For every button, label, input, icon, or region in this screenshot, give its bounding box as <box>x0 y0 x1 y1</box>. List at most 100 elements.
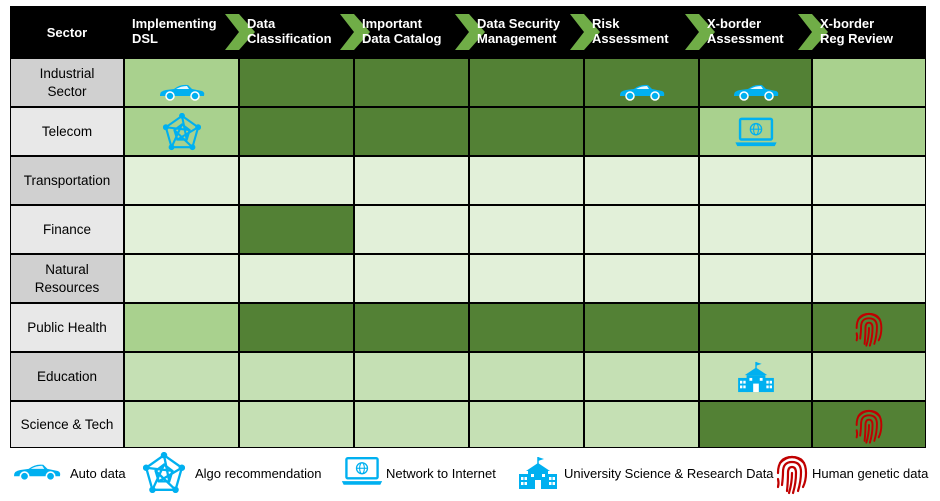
car-icon <box>732 81 780 106</box>
header-sector: Sector <box>46 25 88 40</box>
status-cell <box>584 107 699 156</box>
header-column-line2: Assessment <box>592 31 669 46</box>
row-label: Transportation <box>10 156 124 205</box>
status-cell <box>699 205 812 254</box>
chevron-right-icon <box>685 14 715 50</box>
status-cell <box>469 156 584 205</box>
status-cell <box>469 254 584 303</box>
status-cell <box>812 107 926 156</box>
car-icon <box>158 81 206 106</box>
header-column-line2: Management <box>477 31 557 46</box>
status-cell <box>699 156 812 205</box>
status-cell <box>124 205 239 254</box>
header-column-line2: Reg Review <box>820 31 893 46</box>
status-cell <box>124 352 239 401</box>
status-cell <box>354 401 469 448</box>
status-cell <box>469 205 584 254</box>
status-cell <box>239 352 354 401</box>
status-cell <box>699 254 812 303</box>
status-cell <box>239 156 354 205</box>
row-label-line1: Industrial <box>39 65 95 81</box>
header-column-line1: Important <box>362 16 422 31</box>
row-label-line2: Resources <box>34 279 100 295</box>
legend: Auto data Algo recommendation Network to… <box>0 450 940 501</box>
row-label-line1: Natural <box>45 261 89 277</box>
status-cell <box>124 156 239 205</box>
chevron-right-icon <box>798 14 828 50</box>
row-label: Telecom <box>10 107 124 156</box>
fingerprint-icon <box>854 308 884 353</box>
header-column-line1: Data <box>247 16 276 31</box>
status-cell <box>124 303 239 352</box>
status-cell <box>124 58 239 107</box>
row-label-line1: Science & Tech <box>20 416 114 432</box>
status-cell <box>812 254 926 303</box>
row-label-line1: Transportation <box>23 172 111 188</box>
row-label-line1: Public Health <box>27 319 107 335</box>
legend-label: University Science & Research Data <box>564 466 774 481</box>
header-column-line2: Classification <box>247 31 332 46</box>
header-column-line2: Data Catalog <box>362 31 442 46</box>
chevron-right-icon <box>455 14 485 50</box>
row-label: Education <box>10 352 124 401</box>
status-cell <box>124 401 239 448</box>
chevron-right-icon <box>225 14 255 50</box>
status-cell <box>239 254 354 303</box>
school-icon <box>737 361 775 398</box>
status-cell <box>354 352 469 401</box>
status-cell <box>239 107 354 156</box>
status-cell <box>354 205 469 254</box>
status-cell <box>469 58 584 107</box>
header-column-line1: X-border <box>820 16 875 31</box>
status-cell <box>584 254 699 303</box>
school-icon <box>518 456 558 495</box>
header-column-line1: X-border <box>707 16 762 31</box>
status-cell <box>584 303 699 352</box>
algo-icon <box>142 451 186 499</box>
status-cell <box>239 205 354 254</box>
car-icon <box>618 81 666 106</box>
status-cell <box>354 107 469 156</box>
header-column-line2: DSL <box>132 31 158 46</box>
status-cell <box>469 352 584 401</box>
status-cell <box>469 303 584 352</box>
header-column-line2: Assessment <box>707 31 784 46</box>
row-label-line1: Finance <box>42 221 92 237</box>
row-label: Public Health <box>10 303 124 352</box>
algo-icon <box>162 112 201 156</box>
row-label: Finance <box>10 205 124 254</box>
fingerprint-icon <box>854 405 884 450</box>
chevron-right-icon <box>340 14 370 50</box>
car-icon <box>12 460 62 487</box>
status-cell <box>124 254 239 303</box>
status-cell <box>469 107 584 156</box>
status-cell <box>812 156 926 205</box>
row-label: Science & Tech <box>10 401 124 448</box>
legend-label: Auto data <box>70 466 126 481</box>
header-column-line1: Risk <box>592 16 620 31</box>
fingerprint-icon <box>775 450 809 501</box>
status-cell <box>699 107 812 156</box>
status-cell <box>584 58 699 107</box>
status-cell <box>699 303 812 352</box>
status-cell <box>584 205 699 254</box>
row-label-line1: Education <box>36 368 98 384</box>
status-cell <box>812 205 926 254</box>
status-cell <box>354 303 469 352</box>
status-cell <box>812 303 926 352</box>
legend-label: Algo recommendation <box>195 466 322 481</box>
status-cell <box>812 58 926 107</box>
chevron-right-icon <box>570 14 600 50</box>
status-cell <box>812 352 926 401</box>
status-cell <box>354 254 469 303</box>
header-column-line1: Implementing <box>132 16 217 31</box>
